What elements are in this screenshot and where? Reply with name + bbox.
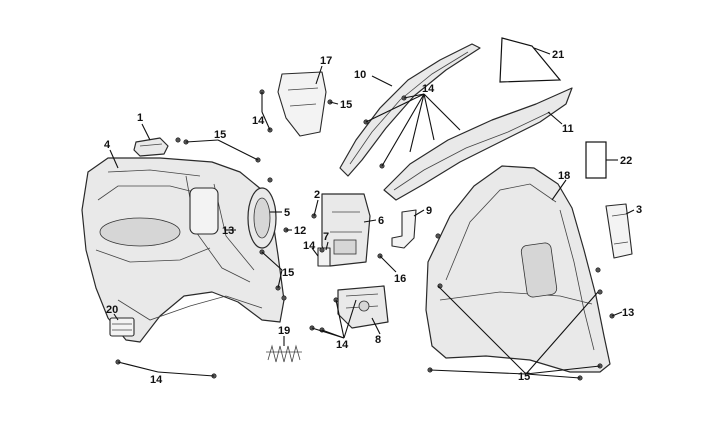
callout-19: 19	[278, 325, 290, 337]
part-3-plate	[605, 203, 633, 259]
part-20-box	[109, 317, 135, 337]
callout-21: 21	[552, 49, 564, 61]
leader-lines	[109, 47, 635, 379]
callout-3: 3	[636, 204, 642, 216]
callout-10: 10	[354, 69, 366, 81]
callout-2: 2	[314, 189, 320, 201]
callout-17: 17	[320, 55, 332, 67]
callout-5: 5	[284, 207, 290, 219]
part-17-bracket	[277, 71, 327, 137]
part-21-sticker	[499, 37, 562, 83]
inner-leg-shield-part	[81, 157, 285, 343]
callout-1: 1	[137, 112, 143, 124]
callout-22: 22	[620, 155, 632, 167]
part-18-body-panel	[425, 165, 611, 373]
part-11-side-trim	[383, 87, 573, 201]
callout-8: 8	[375, 334, 381, 346]
part-9-bracket	[391, 209, 417, 249]
callout-9: 9	[426, 205, 432, 217]
part-19-spring	[266, 344, 302, 363]
part-1-clip	[133, 137, 169, 157]
callout-20: 20	[106, 304, 118, 316]
part-6-latch-plate	[321, 193, 371, 267]
callout-4: 4	[104, 139, 111, 151]
callout-16: 16	[394, 273, 406, 285]
callout-14: 14	[303, 240, 316, 252]
callout-13: 13	[622, 307, 634, 319]
callout-6: 6	[378, 215, 384, 227]
callout-14: 14	[150, 374, 163, 386]
callout-15: 15	[518, 371, 530, 383]
callout-14: 14	[336, 339, 349, 351]
callout-7: 7	[323, 231, 329, 243]
part-7-tab	[317, 247, 331, 267]
callout-14: 14	[252, 115, 265, 127]
callout-15: 15	[340, 99, 352, 111]
callout-12: 12	[294, 225, 306, 237]
part-10-trim-strip	[339, 43, 481, 177]
callout-labels: 1 4 15 5 12 13 15 17 14 15 2 6 7 14 9 16…	[104, 49, 642, 386]
callout-15: 15	[282, 267, 294, 279]
callout-11: 11	[562, 123, 574, 135]
part-8-lock	[337, 285, 389, 329]
callout-15: 15	[214, 129, 226, 141]
callout-18: 18	[558, 170, 570, 182]
part-22-label	[585, 141, 607, 179]
part-5-round-hatch	[247, 187, 277, 249]
callout-14: 14	[422, 83, 435, 95]
callout-13: 13	[222, 225, 234, 237]
